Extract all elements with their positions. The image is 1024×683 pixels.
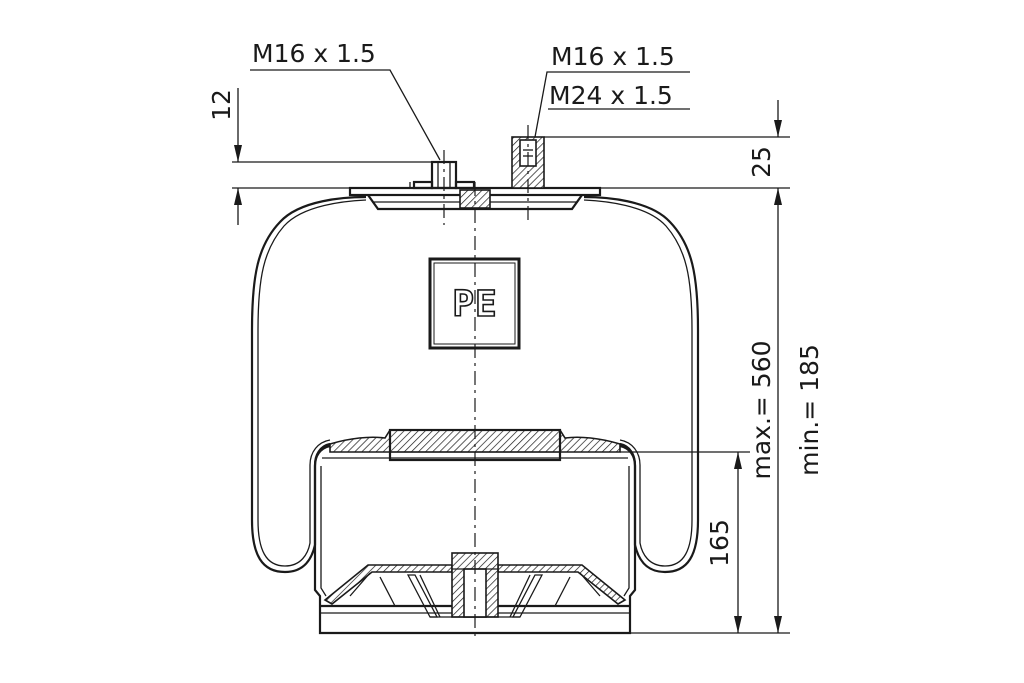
thread-leaders — [250, 69, 690, 161]
dimension-25 — [544, 100, 790, 205]
dimension-165 — [620, 451, 750, 633]
thread-label-left: M16 x 1.5 — [252, 39, 376, 68]
left-stud — [412, 160, 476, 190]
center-lines — [443, 125, 529, 640]
dimension-label-25: 25 — [747, 146, 776, 178]
dimension-12 — [232, 88, 432, 225]
thread-label-right-top: M16 x 1.5 — [551, 42, 675, 71]
dimension-max-min — [630, 188, 790, 634]
dimension-label-min: min.= 185 — [795, 344, 824, 476]
dimension-label-max: max.= 560 — [747, 340, 776, 479]
dimension-label-165: 165 — [705, 519, 734, 567]
thread-label-right-bottom: M24 x 1.5 — [549, 81, 673, 110]
dimension-label-12: 12 — [207, 89, 236, 121]
